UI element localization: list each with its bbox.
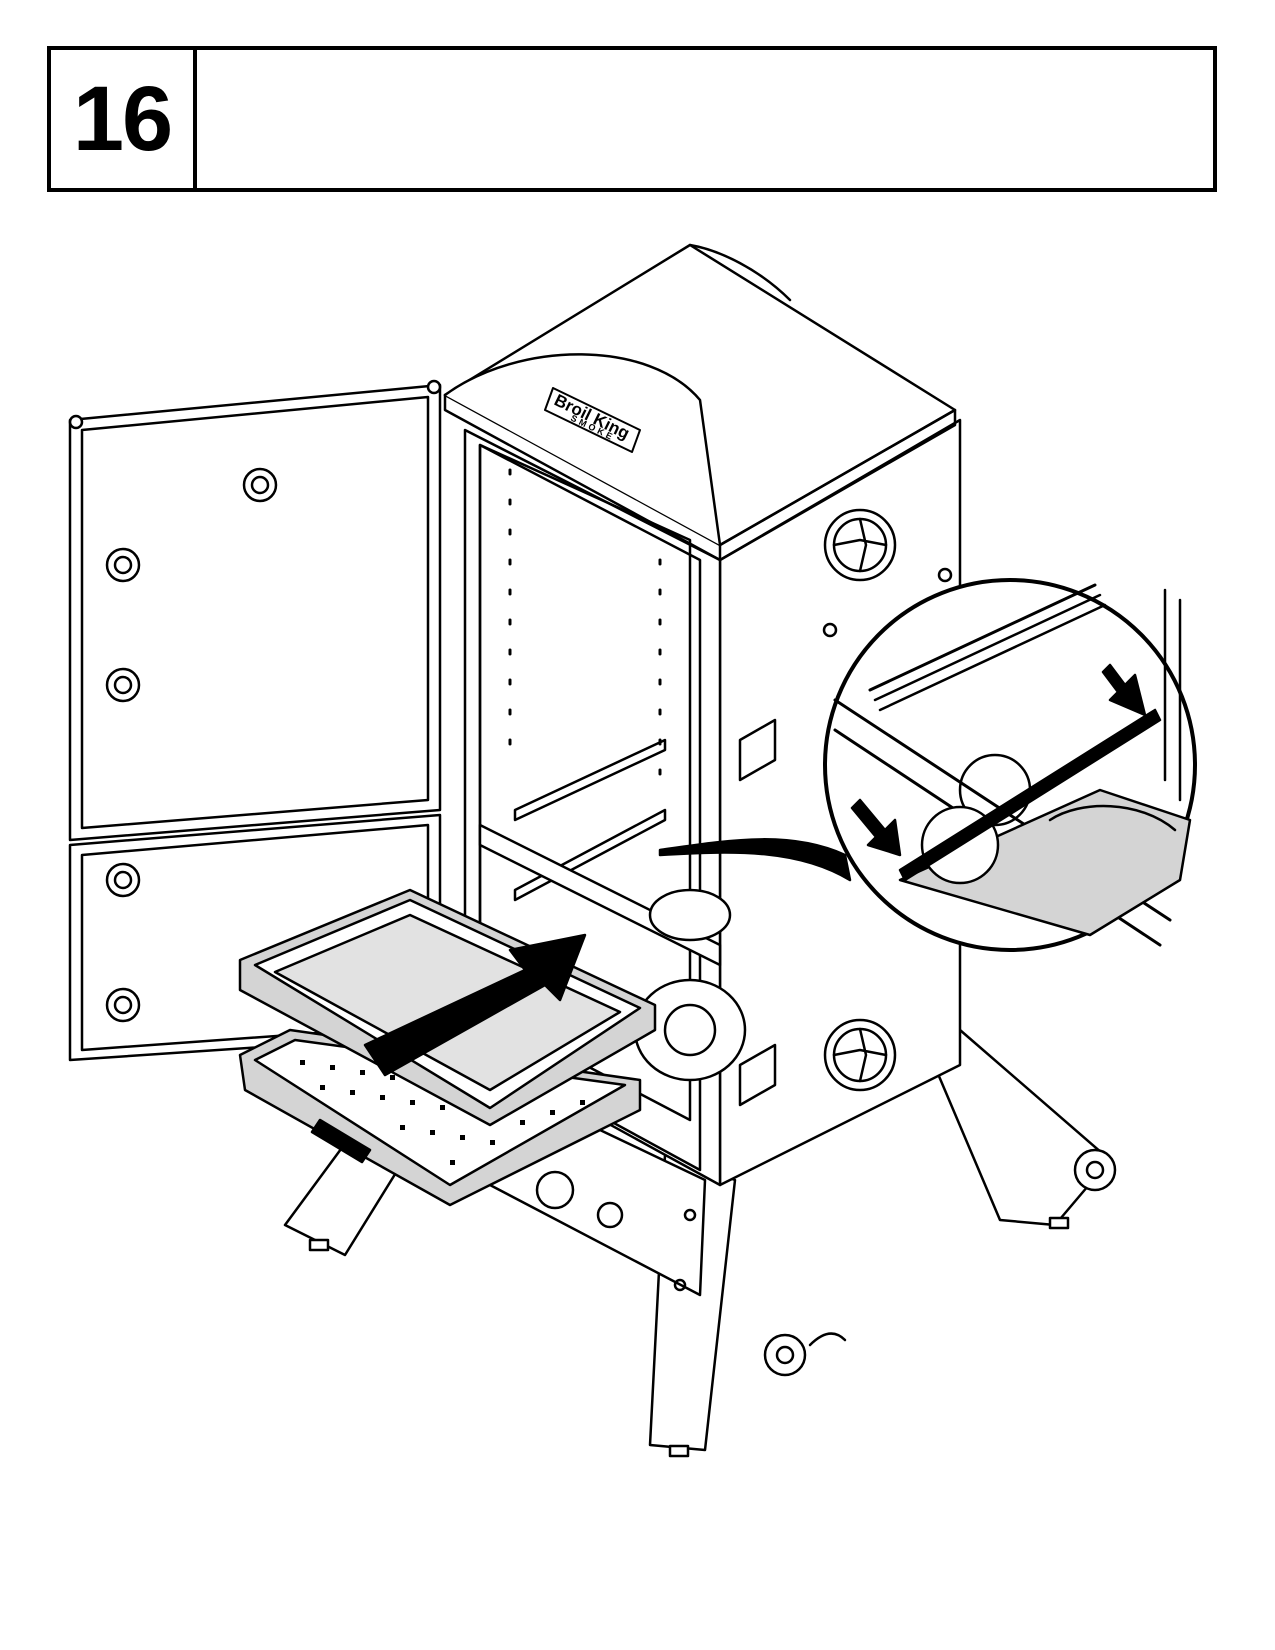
smoker-top <box>443 243 957 562</box>
detail-callout <box>823 578 1197 952</box>
step-number: 16 <box>51 50 197 188</box>
side-vent-top <box>823 508 897 582</box>
bracket-arrow <box>850 663 1147 857</box>
side-vent-bottom <box>823 1018 897 1092</box>
callout-leader <box>658 838 852 882</box>
rack-slots <box>508 468 662 776</box>
insert-arrow <box>363 933 587 1077</box>
step-header: 16 <box>47 46 1217 192</box>
smoker-legs <box>283 1028 1117 1458</box>
open-door-upper <box>68 379 442 842</box>
